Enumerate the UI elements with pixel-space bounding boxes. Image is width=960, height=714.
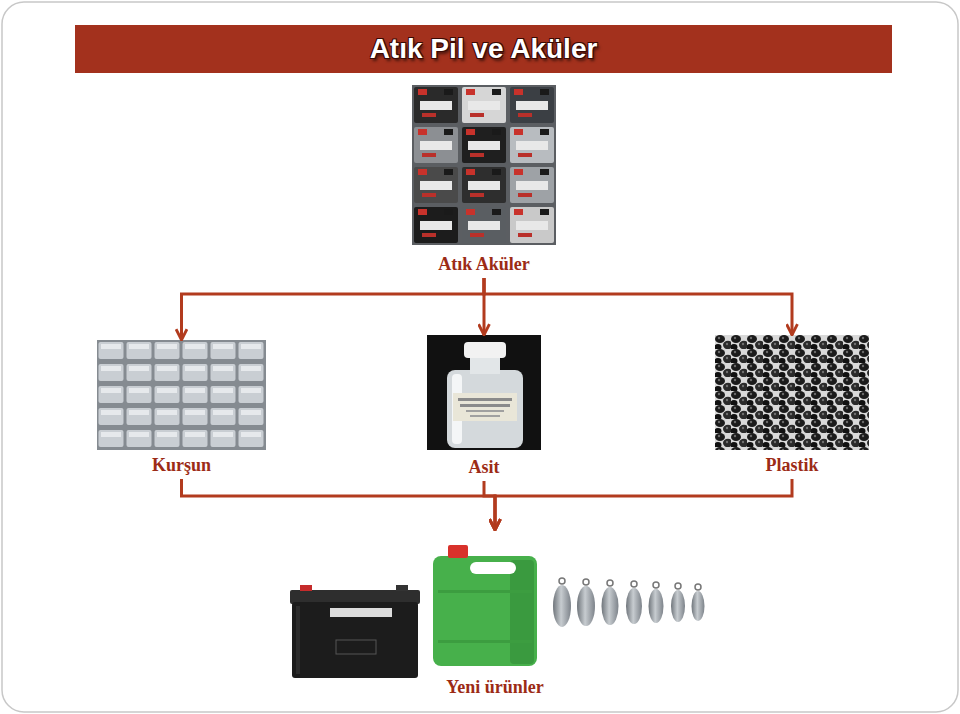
new-battery-photo — [396, 585, 408, 591]
new-battery-photo — [330, 608, 392, 617]
image-area — [97, 340, 266, 450]
new-battery-photo — [290, 590, 420, 604]
lead-ingots-photo — [97, 340, 266, 450]
flow-arrow — [484, 481, 495, 530]
battery-pile-photo — [462, 127, 506, 163]
acid-bottle-photo — [470, 356, 500, 374]
battery-pile-photo — [414, 207, 458, 243]
green-jerrycan-photo — [448, 545, 468, 558]
green-jerrycan-photo — [433, 545, 537, 666]
fishing-weights-photo — [583, 579, 589, 585]
item-label: Yeni ürünler — [285, 676, 705, 698]
image-node: Atık Aküler — [412, 85, 556, 278]
battery-pile-photo — [462, 87, 506, 123]
fishing-weights-photo — [695, 584, 701, 590]
new-battery-photo — [336, 640, 376, 654]
image-area — [285, 530, 705, 672]
battery-pile-photo — [510, 127, 554, 163]
fishing-weights-photo — [671, 590, 685, 622]
lead-ingots-photo — [97, 340, 266, 450]
item-label: Asit — [427, 456, 541, 478]
image-area — [427, 335, 541, 450]
image-node: Kurşun — [97, 340, 266, 479]
image-area — [715, 335, 869, 450]
item-label: Kurşun — [97, 454, 266, 476]
flow-arrow — [182, 479, 496, 530]
flow-arrow — [182, 278, 485, 340]
acid-bottle-photo — [447, 370, 523, 448]
green-jerrycan-photo — [433, 556, 537, 666]
flow-arrow — [495, 479, 792, 530]
item-label: Atık Aküler — [412, 253, 556, 275]
acid-bottle-photo — [427, 335, 541, 450]
fishing-weights-photo — [602, 587, 619, 625]
fishing-weights-photo — [692, 591, 705, 621]
fishing-weights-photo — [577, 586, 595, 626]
acid-bottle-photo — [460, 404, 510, 407]
green-jerrycan-photo — [438, 640, 532, 643]
acid-bottle-photo — [470, 415, 500, 417]
acid-bottle-photo — [466, 410, 504, 412]
green-jerrycan-photo — [470, 562, 516, 574]
fishing-weights-photo — [553, 578, 705, 627]
plastic-granules-photo — [715, 335, 869, 450]
plastic-granules-photo — [715, 335, 869, 450]
slide-title: Atık Pil ve Aküler — [75, 25, 892, 73]
battery-pile-photo — [510, 207, 554, 243]
fishing-weights-photo — [607, 580, 613, 586]
item-label: Plastik — [715, 454, 869, 476]
green-jerrycan-photo — [510, 560, 534, 664]
new-battery-photo — [292, 602, 418, 678]
battery-pile-photo — [414, 167, 458, 203]
battery-pile-photo — [462, 207, 506, 243]
battery-pile-photo — [510, 167, 554, 203]
battery-pile-photo — [412, 85, 556, 245]
battery-pile-photo — [414, 127, 458, 163]
battery-pile-photo — [412, 85, 556, 245]
image-area — [412, 85, 556, 245]
battery-pile-photo — [462, 167, 506, 203]
fishing-weights-photo — [653, 582, 659, 588]
image-node: Plastik — [715, 335, 869, 479]
title-bar: Atık Pil ve Aküler — [75, 25, 892, 73]
fishing-weights-photo — [675, 583, 681, 589]
fishing-weights-photo — [626, 588, 642, 624]
acid-bottle-photo — [427, 335, 541, 450]
green-jerrycan-photo — [438, 590, 532, 593]
fishing-weights-photo — [559, 578, 565, 584]
battery-pile-photo — [510, 87, 554, 123]
new-battery-photo — [296, 606, 300, 674]
acid-bottle-photo — [464, 342, 506, 358]
battery-pile-photo — [414, 87, 458, 123]
flow-arrow — [484, 278, 792, 335]
new-battery-photo — [300, 585, 312, 591]
fishing-weights-photo — [631, 581, 637, 587]
image-node: Yeni ürünler — [285, 530, 705, 701]
acid-bottle-photo — [453, 393, 517, 421]
image-node: Asit — [427, 335, 541, 481]
acid-bottle-photo — [458, 398, 512, 401]
new-battery-photo — [290, 585, 420, 678]
fishing-weights-photo — [553, 585, 571, 627]
fishing-weights-photo — [649, 589, 664, 623]
